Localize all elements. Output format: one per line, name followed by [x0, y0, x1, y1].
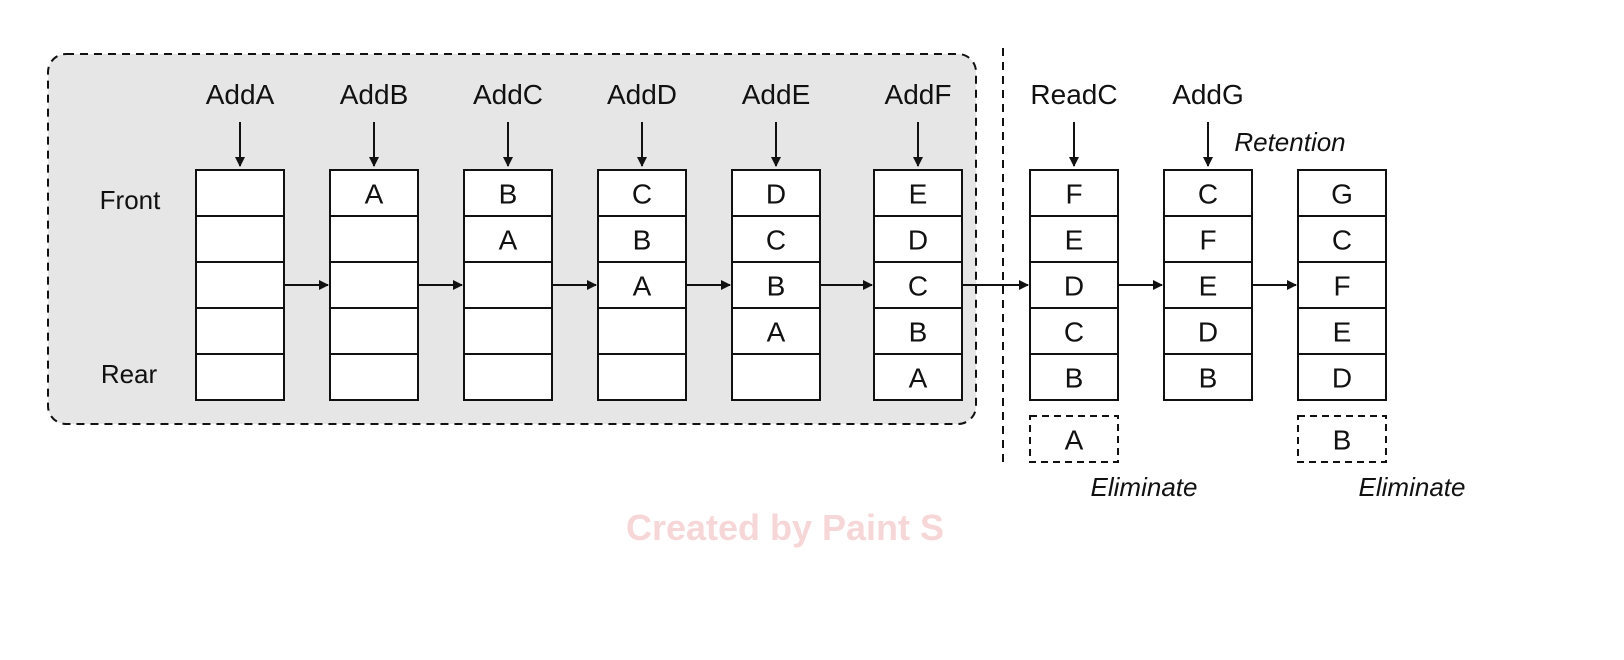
- queue-cell: [1297, 169, 1387, 217]
- queue-cell: [873, 353, 963, 401]
- watermark-text: Created by Paint S: [626, 507, 944, 548]
- queue-cell: [1163, 261, 1253, 309]
- queue-cell: [329, 169, 419, 217]
- queue-cell: [329, 353, 419, 401]
- cell-value: C: [766, 225, 786, 256]
- queue-column: AddA: [195, 79, 285, 401]
- operation-label: ReadC: [1030, 79, 1117, 110]
- queue-cell: [731, 307, 821, 355]
- operation-label: AddA: [206, 79, 275, 110]
- queue-cell: [463, 215, 553, 263]
- queue-cell: [597, 307, 687, 355]
- cell-value: C: [908, 271, 928, 302]
- cell-value: B: [1199, 363, 1218, 394]
- queue-cell: [1029, 307, 1119, 355]
- cell-value: D: [766, 179, 786, 210]
- evicted-value: B: [1333, 425, 1352, 456]
- queue-cell: [1297, 307, 1387, 355]
- cell-value: F: [1065, 179, 1082, 210]
- queue-cell: [1297, 353, 1387, 401]
- cell-value: A: [365, 179, 384, 210]
- queue-cell: [873, 169, 963, 217]
- cell-value: B: [767, 271, 786, 302]
- queue-cell: [1029, 261, 1119, 309]
- cell-value: A: [909, 363, 928, 394]
- queue-cell: [329, 261, 419, 309]
- evicted-cell: [1029, 415, 1119, 463]
- cell-value: C: [1064, 317, 1084, 348]
- operation-label: AddD: [607, 79, 677, 110]
- queue-cell: [873, 307, 963, 355]
- eliminate-label: Eliminate: [1359, 472, 1466, 502]
- queue-cell: [597, 215, 687, 263]
- queue-cell: [329, 215, 419, 263]
- queue-cell: [463, 261, 553, 309]
- queue-cell: [195, 215, 285, 263]
- cell-value: F: [1333, 271, 1350, 302]
- queue-cell: [597, 353, 687, 401]
- cell-value: D: [908, 225, 928, 256]
- cell-value: D: [1198, 317, 1218, 348]
- retention-label: Retention: [1234, 127, 1345, 157]
- queue-cell: [1163, 215, 1253, 263]
- front-label: Front: [100, 185, 161, 215]
- rear-label: Rear: [101, 359, 158, 389]
- queue-cell: [195, 307, 285, 355]
- queue-column: AddD CBA: [597, 79, 687, 401]
- cell-value: A: [767, 317, 786, 348]
- operation-label: AddE: [742, 79, 811, 110]
- queue-cell: [1163, 169, 1253, 217]
- cell-value: A: [499, 225, 518, 256]
- cell-value: E: [909, 179, 928, 210]
- queue-cell: [463, 307, 553, 355]
- operation-label: AddB: [340, 79, 409, 110]
- eliminate-label: Eliminate: [1091, 472, 1198, 502]
- cell-value: C: [632, 179, 652, 210]
- queue-cell: [1163, 353, 1253, 401]
- queue-cell: [1297, 215, 1387, 263]
- cell-value: B: [909, 317, 928, 348]
- queue-cell: [1029, 353, 1119, 401]
- cell-value: C: [1332, 225, 1352, 256]
- queue-cell: [463, 169, 553, 217]
- cell-value: B: [1065, 363, 1084, 394]
- queue-cell: [195, 169, 285, 217]
- queue-column: AddB A: [329, 79, 419, 401]
- queue-cell: [597, 169, 687, 217]
- cell-value: F: [1199, 225, 1216, 256]
- cell-value: D: [1064, 271, 1084, 302]
- operation-label: AddC: [473, 79, 543, 110]
- cell-value: E: [1199, 271, 1218, 302]
- cell-value: B: [499, 179, 518, 210]
- cell-value: B: [633, 225, 652, 256]
- queue-cell: [329, 307, 419, 355]
- queue-cell: [731, 353, 821, 401]
- evicted-cell: [1297, 415, 1387, 463]
- operation-label: AddG: [1172, 79, 1244, 110]
- cell-value: D: [1332, 363, 1352, 394]
- queue-cell: [463, 353, 553, 401]
- operation-label: AddF: [885, 79, 952, 110]
- evicted-value: A: [1065, 425, 1084, 456]
- cell-value: C: [1198, 179, 1218, 210]
- cell-value: E: [1333, 317, 1352, 348]
- cell-value: E: [1065, 225, 1084, 256]
- queue-column: AddC BA: [463, 79, 553, 401]
- cell-value: G: [1331, 179, 1353, 210]
- queue-cell: [195, 261, 285, 309]
- cell-value: A: [633, 271, 652, 302]
- queue-cell: [195, 353, 285, 401]
